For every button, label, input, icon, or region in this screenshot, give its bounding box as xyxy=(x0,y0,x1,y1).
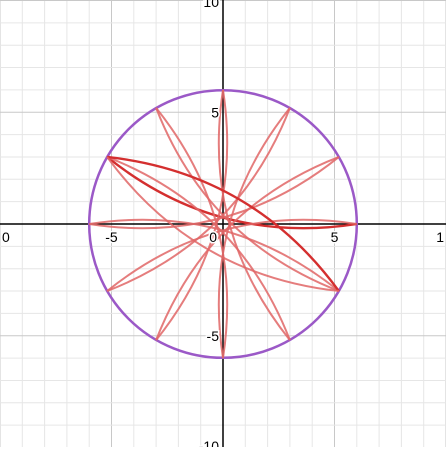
star-curve-segment[interactable] xyxy=(155,107,340,292)
y-tick-label: 5 xyxy=(211,104,219,120)
curves-layer xyxy=(87,88,359,360)
origin-label: 0 xyxy=(209,229,217,245)
star-curve-segment[interactable] xyxy=(217,107,291,359)
star-curve-segment[interactable] xyxy=(106,155,340,292)
star-curve-segment[interactable] xyxy=(106,218,357,292)
star-curve-segment[interactable] xyxy=(155,107,229,359)
y-tick-label: -10 xyxy=(199,438,219,447)
y-tick-label: -5 xyxy=(207,328,220,344)
x-tick-label: 0 xyxy=(2,229,10,245)
x-tick-label: 1 xyxy=(436,229,444,245)
star-curve-segment[interactable] xyxy=(106,156,339,293)
y-tick-label: 10 xyxy=(203,0,219,10)
x-tick-label: -5 xyxy=(105,229,118,245)
x-tick-label: 5 xyxy=(331,229,339,245)
star-curve-segment[interactable] xyxy=(106,107,291,292)
